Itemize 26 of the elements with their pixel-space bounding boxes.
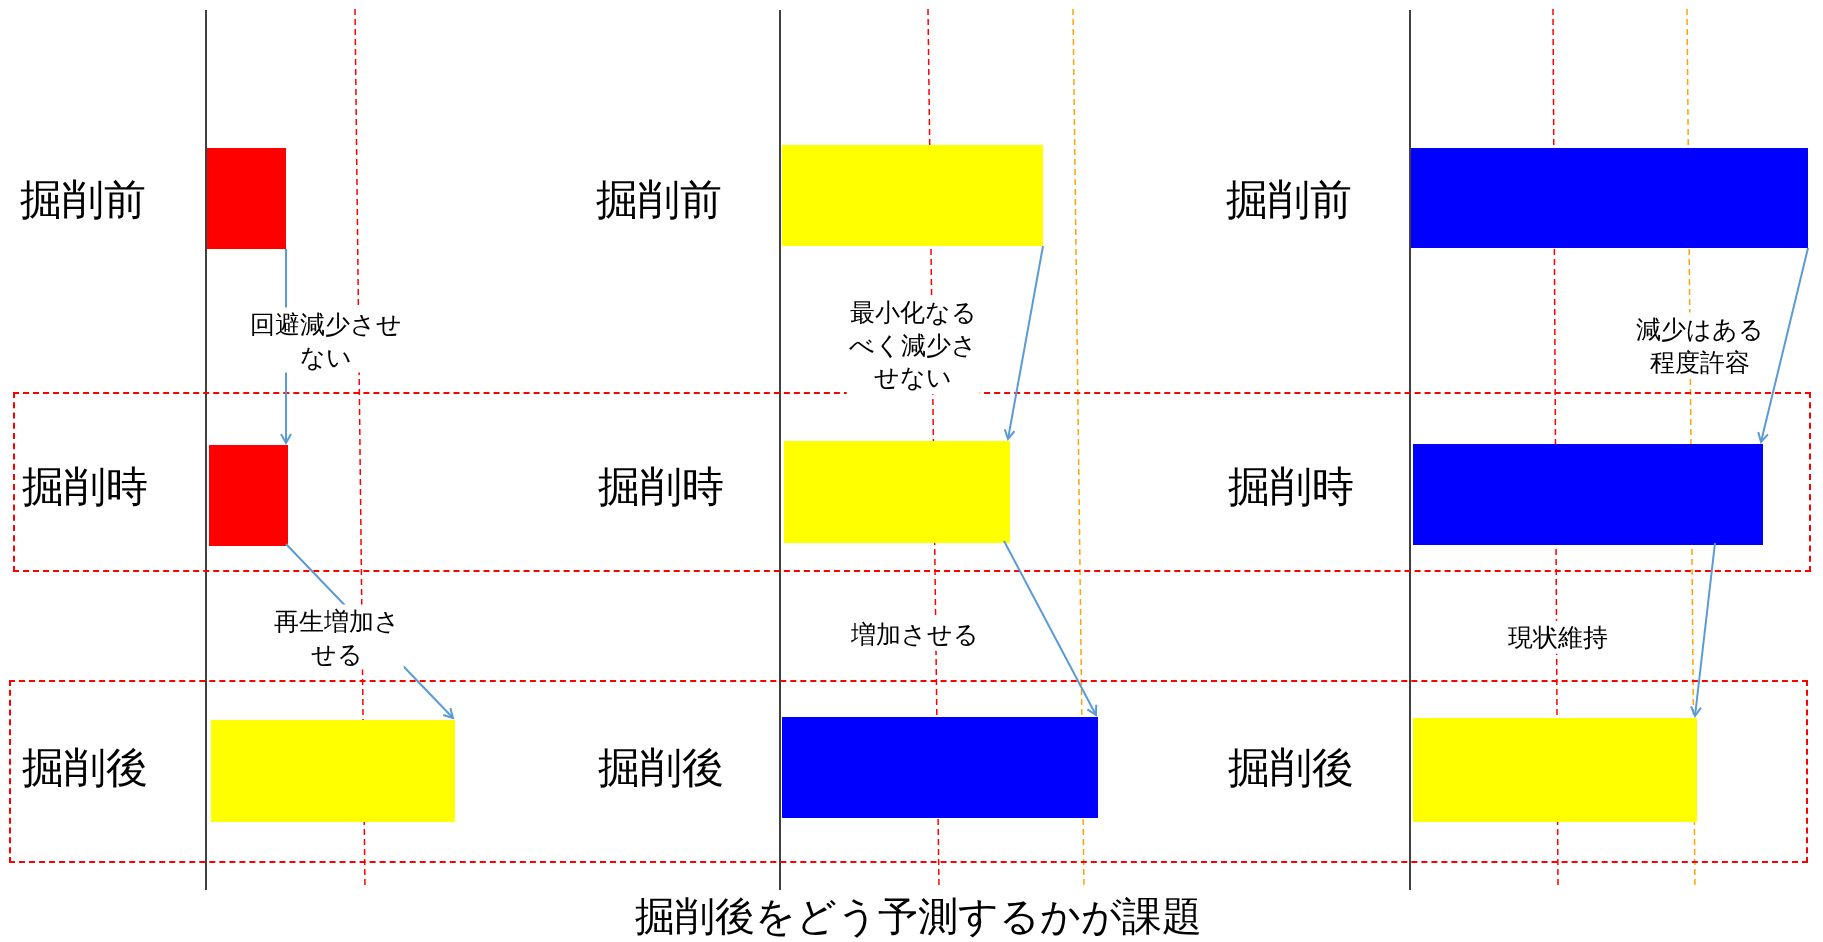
bar bbox=[211, 720, 455, 822]
arrow bbox=[1003, 540, 1098, 716]
bar bbox=[1411, 148, 1808, 248]
row-label: 掘削時 bbox=[22, 457, 172, 517]
row-label: 掘削前 bbox=[20, 170, 170, 230]
bar bbox=[784, 441, 1010, 543]
dashed-frame bbox=[13, 392, 1811, 572]
row-label: 掘削時 bbox=[1228, 457, 1378, 517]
arrow bbox=[1690, 542, 1716, 717]
row-label: 掘削前 bbox=[1226, 170, 1376, 230]
bar bbox=[1413, 444, 1763, 545]
row-label: 掘削後 bbox=[22, 738, 172, 798]
bar bbox=[207, 148, 286, 249]
bar bbox=[782, 145, 1043, 246]
row-label: 掘削後 bbox=[1228, 738, 1378, 798]
arrow bbox=[1757, 247, 1809, 443]
row-label: 掘削時 bbox=[598, 457, 748, 517]
bar bbox=[1413, 718, 1697, 822]
caption: 掘削後をどう予測するかが課題 bbox=[634, 896, 1202, 936]
dashed-frame bbox=[9, 680, 1808, 863]
edge-label: 最小化なるべく減少させない bbox=[846, 296, 980, 394]
bar bbox=[209, 445, 288, 546]
arrow bbox=[1003, 245, 1044, 440]
bar bbox=[782, 717, 1098, 818]
row-label: 掘削前 bbox=[596, 170, 746, 230]
row-label: 掘削後 bbox=[598, 738, 748, 798]
